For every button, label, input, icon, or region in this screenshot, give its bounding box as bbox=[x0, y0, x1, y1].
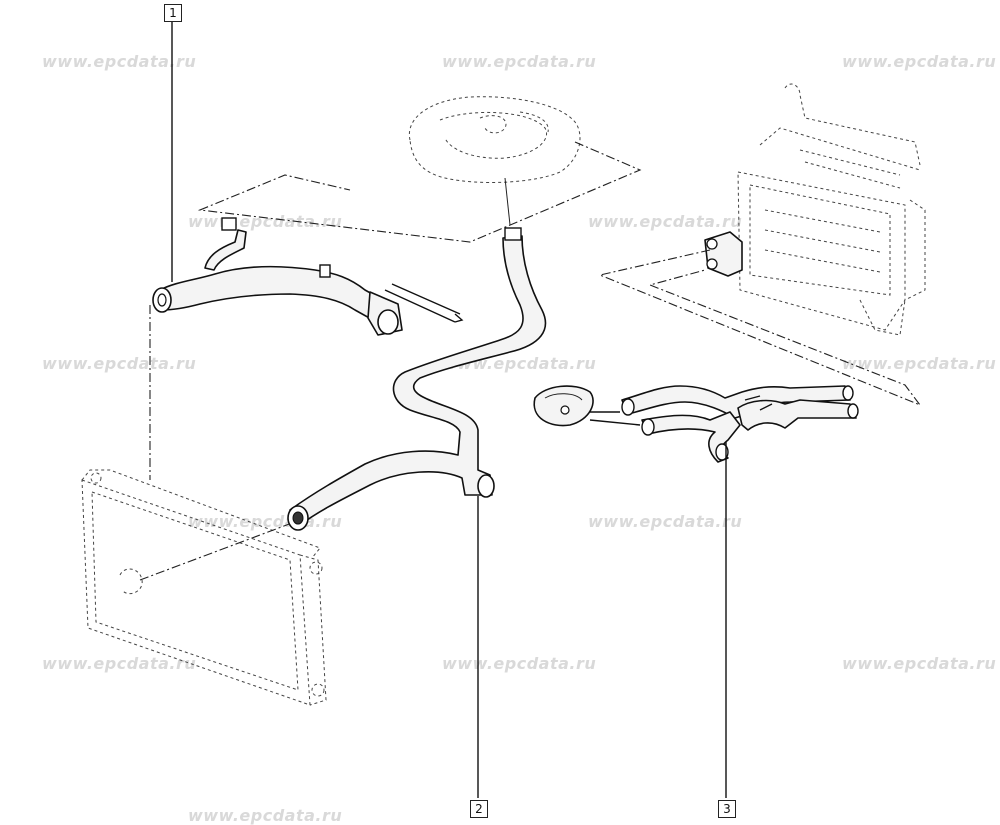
watermark-text: www.epcdata.ru bbox=[442, 52, 597, 71]
watermark-text: www.epcdata.ru bbox=[842, 654, 997, 673]
watermark-text: www.epcdata.ru bbox=[42, 654, 197, 673]
hose-2 bbox=[287, 227, 547, 531]
radiator bbox=[81, 469, 327, 706]
watermark-text: www.epcdata.ru bbox=[842, 354, 997, 373]
reference-plane-dashed bbox=[197, 141, 642, 243]
watermark-text: www.epcdata.ru bbox=[588, 212, 743, 231]
callout-3: 3 bbox=[718, 800, 736, 818]
callout-1: 1 bbox=[164, 4, 182, 22]
callout-2: 2 bbox=[470, 800, 488, 818]
expansion-tank bbox=[408, 96, 581, 226]
hose-3 bbox=[533, 385, 859, 463]
heater-unit bbox=[704, 83, 926, 336]
heater-reference-plane bbox=[598, 249, 922, 407]
watermark-text: www.epcdata.ru bbox=[42, 354, 197, 373]
watermark-text: www.epcdata.ru bbox=[842, 52, 997, 71]
watermark-text: www.epcdata.ru bbox=[588, 512, 743, 531]
watermark-text: www.epcdata.ru bbox=[442, 654, 597, 673]
hose-1 bbox=[149, 217, 464, 480]
watermark-text: www.epcdata.ru bbox=[42, 52, 197, 71]
